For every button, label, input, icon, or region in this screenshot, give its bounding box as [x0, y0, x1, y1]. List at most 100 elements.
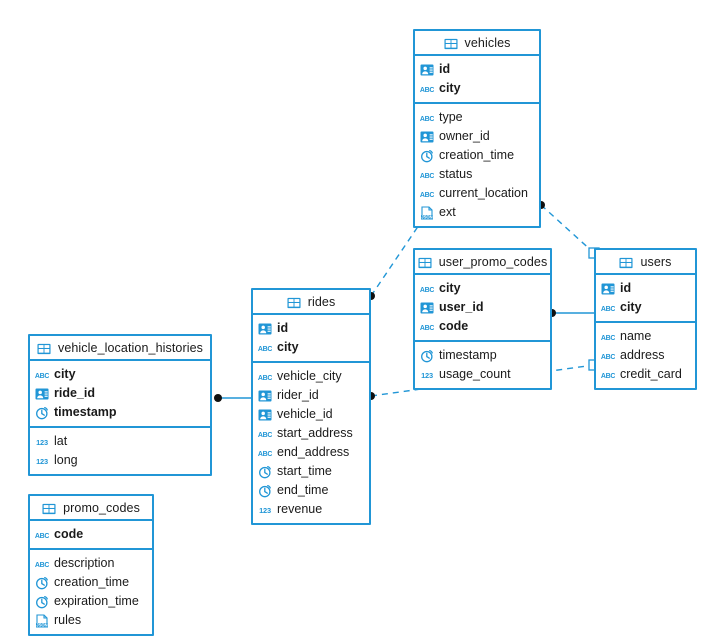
relationship-endpoint-dot	[214, 394, 222, 402]
table-header-vehicles[interactable]: vehicles	[415, 31, 539, 56]
svg-text:ABC: ABC	[420, 287, 434, 294]
field-name-label: address	[620, 348, 665, 362]
field-row[interactable]: ABC code	[415, 317, 550, 336]
abc-text-icon: ABC	[601, 301, 615, 315]
field-row[interactable]: ABC current_location	[415, 184, 539, 203]
field-name-label: type	[439, 110, 463, 124]
relationship-line	[540, 204, 595, 254]
abc-text-icon: ABC	[35, 368, 49, 382]
field-row[interactable]: timestamp	[415, 346, 550, 365]
field-row[interactable]: end_time	[253, 481, 369, 500]
svg-text:123: 123	[421, 371, 433, 380]
field-row[interactable]: id	[596, 279, 695, 298]
field-row[interactable]: 123 usage_count	[415, 365, 550, 384]
field-row[interactable]: start_time	[253, 462, 369, 481]
abc-text-icon: ABC	[258, 370, 272, 384]
table-grid-icon	[287, 296, 302, 308]
field-row[interactable]: creation_time	[415, 146, 539, 165]
field-name-label: owner_id	[439, 129, 490, 143]
relationship-upc-users[interactable]	[548, 309, 594, 317]
field-row[interactable]: rider_id	[253, 386, 369, 405]
field-row[interactable]: user_id	[415, 298, 550, 317]
field-row[interactable]: 123 revenue	[253, 500, 369, 519]
table-header-rides[interactable]: rides	[253, 290, 369, 315]
table-header-users[interactable]: users	[596, 250, 695, 275]
field-name-label: code	[439, 319, 469, 333]
field-row[interactable]: timestamp	[30, 403, 210, 422]
123-number-icon: 123	[258, 503, 272, 517]
abc-text-icon: ABC	[258, 341, 272, 355]
clock-icon	[35, 595, 49, 609]
field-name-label: description	[54, 556, 115, 570]
field-row[interactable]: ABC city	[415, 279, 550, 298]
table-header-promo_codes[interactable]: promo_codes	[30, 496, 152, 521]
svg-text:ABC: ABC	[420, 192, 434, 199]
field-row[interactable]: 123 lat	[30, 432, 210, 451]
field-row[interactable]: id	[253, 319, 369, 338]
table-header-vehicle_location_histories[interactable]: vehicle_location_histories	[30, 336, 210, 361]
abc-text-icon: ABC	[420, 187, 434, 201]
field-name-label: city	[439, 281, 461, 295]
svg-text:ABC: ABC	[420, 325, 434, 332]
field-row[interactable]: id	[415, 60, 539, 79]
relationship-vlh-rides[interactable]	[214, 394, 251, 402]
field-row[interactable]: expiration_time	[30, 592, 152, 611]
field-name-label: revenue	[277, 502, 323, 516]
field-name-label: usage_count	[439, 367, 511, 381]
field-name-label: current_location	[439, 186, 528, 200]
table-header-user_promo_codes[interactable]: user_promo_codes	[415, 250, 550, 275]
field-row[interactable]: owner_id	[415, 127, 539, 146]
field-name-label: creation_time	[439, 148, 515, 162]
field-name-label: timestamp	[54, 405, 117, 419]
field-row[interactable]: JSON ext	[415, 203, 539, 222]
field-row[interactable]: creation_time	[30, 573, 152, 592]
svg-text:JSON: JSON	[421, 214, 432, 219]
field-row[interactable]: vehicle_id	[253, 405, 369, 424]
table-grid-icon	[42, 502, 57, 514]
field-name-label: lat	[54, 434, 68, 448]
svg-text:ABC: ABC	[258, 432, 272, 439]
id-badge-icon	[601, 282, 615, 296]
field-name-label: city	[439, 81, 461, 95]
svg-text:ABC: ABC	[35, 373, 49, 380]
field-name-label: id	[620, 281, 632, 295]
field-name-label: creation_time	[54, 575, 130, 589]
field-row[interactable]: ABC type	[415, 108, 539, 127]
svg-text:ABC: ABC	[258, 451, 272, 458]
svg-text:ABC: ABC	[420, 116, 434, 123]
svg-text:ABC: ABC	[601, 306, 615, 313]
field-name-label: timestamp	[439, 348, 497, 362]
field-name-label: end_time	[277, 483, 329, 497]
field-name-label: ext	[439, 205, 456, 219]
field-name-label: id	[277, 321, 289, 335]
abc-text-icon: ABC	[420, 282, 434, 296]
svg-text:123: 123	[36, 438, 48, 447]
field-row[interactable]: ride_id	[30, 384, 210, 403]
